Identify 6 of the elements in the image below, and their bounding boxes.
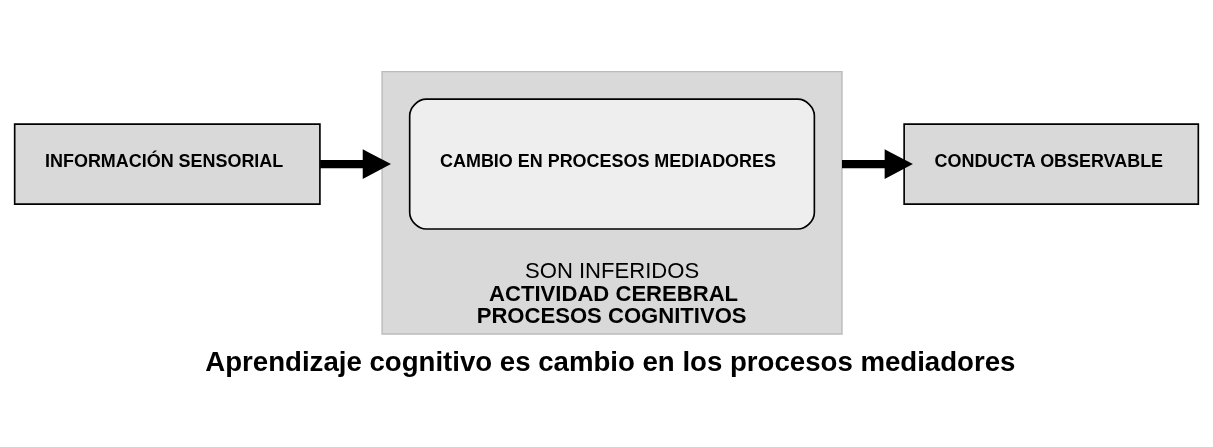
node-box: INFORMACIÓN SENSORIAL — [13, 123, 321, 205]
node-box: CONDUCTA OBSERVABLE — [903, 123, 1200, 205]
arrow — [842, 149, 913, 179]
arrow — [320, 149, 391, 179]
caption: Aprendizaje cognitivo es cambio en los procesos mediadores — [205, 346, 1016, 378]
node-box: CAMBIO EN PROCESOS MEDIADORES — [408, 98, 816, 230]
